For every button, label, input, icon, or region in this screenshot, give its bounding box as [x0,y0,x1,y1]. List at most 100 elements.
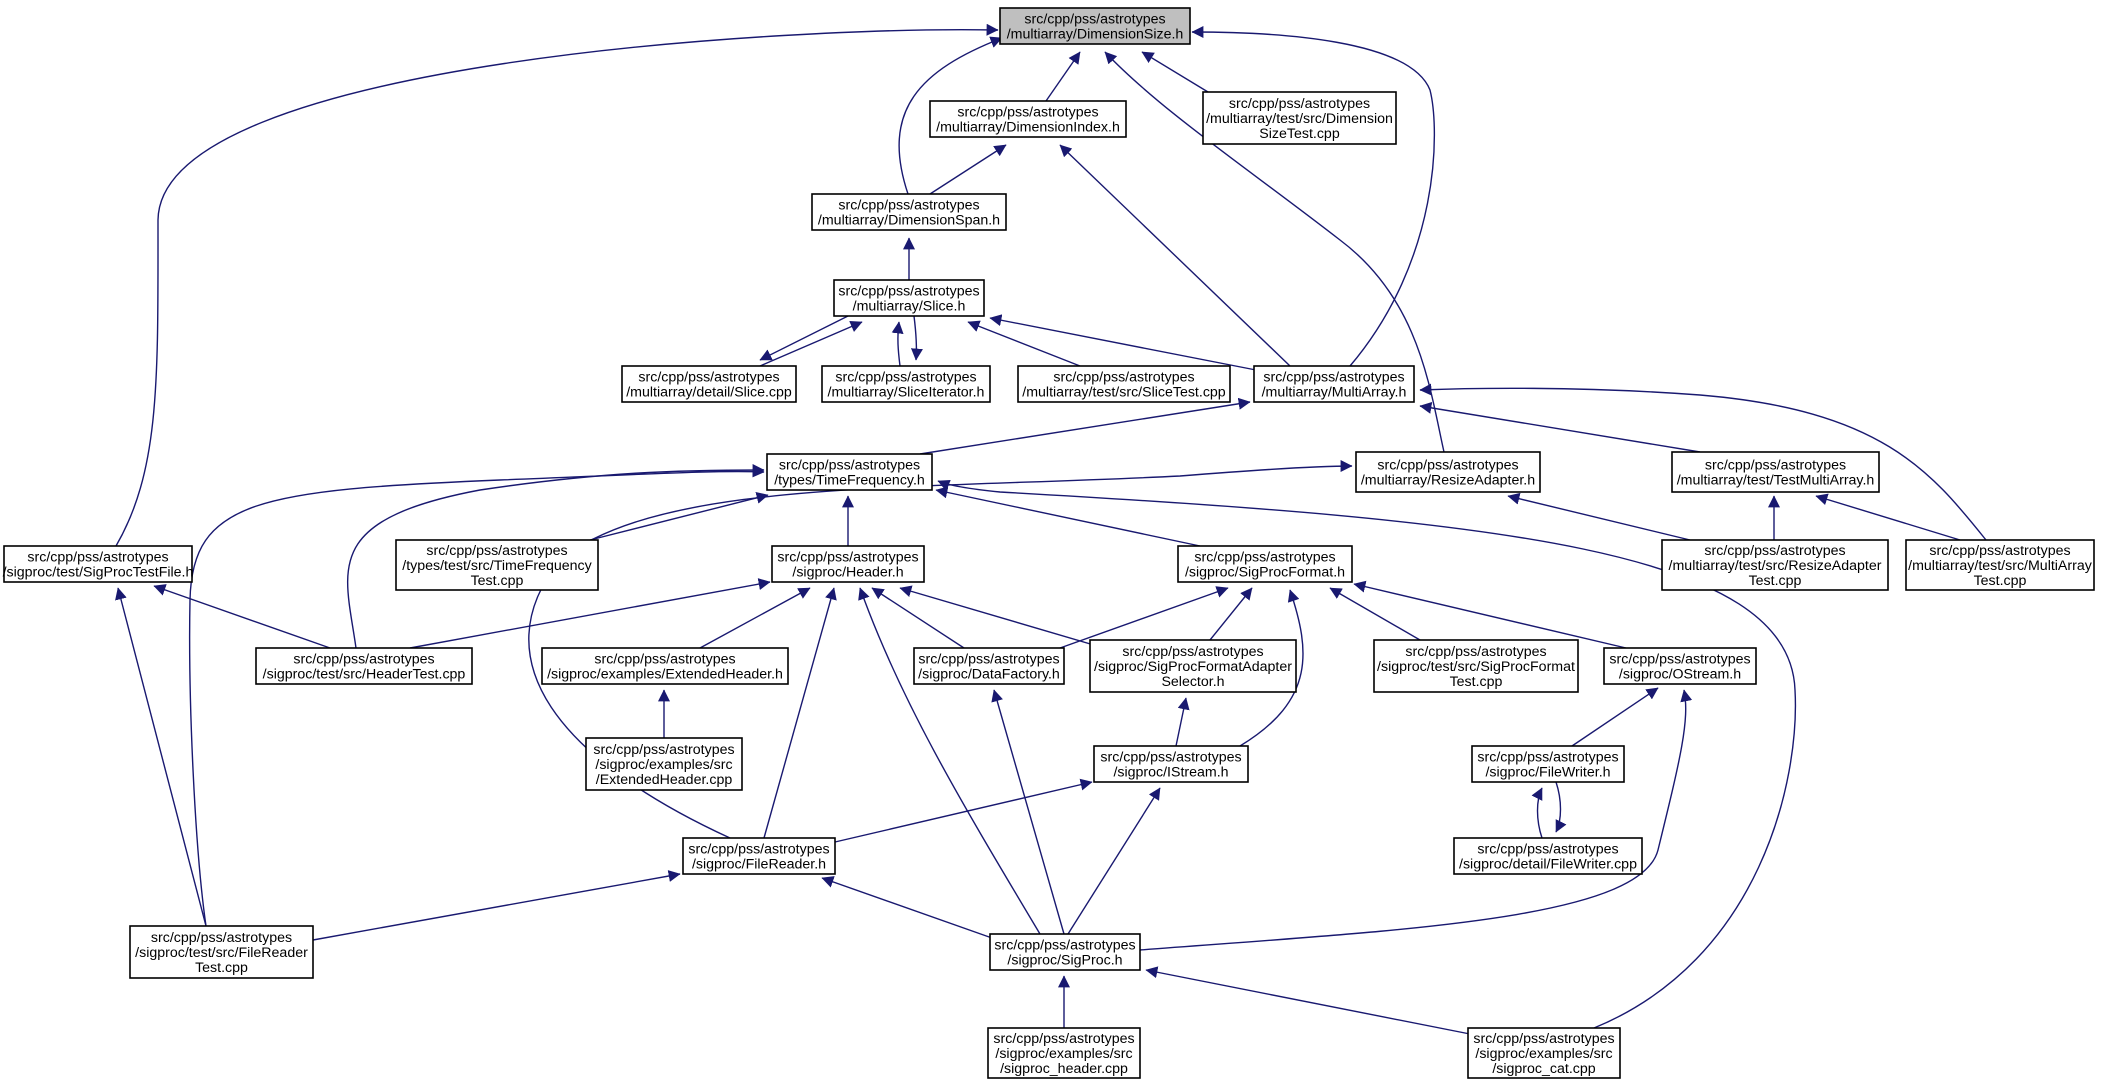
node-SliceIterator_h[interactable]: src/cpp/pss/astrotypes/multiarray/SliceI… [821,365,991,403]
node-SigProc_h[interactable]: src/cpp/pss/astrotypes/sigproc/SigProc.h [989,933,1141,971]
edge-FileWriter_h-to-OStream_h [1571,687,1659,747]
node-box [621,365,797,403]
node-Header_h[interactable]: src/cpp/pss/astrotypes/sigproc/Header.h [771,545,925,583]
node-Slice_h[interactable]: src/cpp/pss/astrotypes/multiarray/Slice.… [833,279,985,317]
node-label-line: src/cpp/pss/astrotypes [993,1031,1134,1047]
node-IStream_h[interactable]: src/cpp/pss/astrotypes/sigproc/IStream.h [1093,745,1249,783]
edge-sigproc_cat_cpp-to-TimeFrequency_h [937,479,1797,1029]
node-TimeFrequency_h[interactable]: src/cpp/pss/astrotypes/types/TimeFrequen… [766,453,933,491]
edge-detail_FileWriter_cpp-to-FileWriter_h [1531,787,1543,839]
node-label-line: /sigproc/DataFactory.h [918,667,1060,683]
node-label-line: src/cpp/pss/astrotypes [1100,750,1241,766]
node-SigProcFormatTest_cpp[interactable]: src/cpp/pss/astrotypes/sigproc/test/src/… [1373,639,1579,693]
node-label-line: /types/test/src/TimeFrequency [402,558,592,574]
edge-FileReaderTest_cpp-to-TimeFrequency_h [188,465,765,927]
node-FileReader_h[interactable]: src/cpp/pss/astrotypes/sigproc/FileReade… [682,837,836,875]
node-label-line: /multiarray/test/src/MultiArray [1908,558,2093,574]
node-label-line: /multiarray/test/TestMultiArray.h [1677,473,1875,489]
node-label-line: /multiarray/ResizeAdapter.h [1361,473,1535,489]
node-ExtendedHeader_h[interactable]: src/cpp/pss/astrotypes/sigproc/examples/… [541,647,789,685]
edge-detail_Slice_cpp-to-Slice_h [759,321,863,367]
node-label-line: src/cpp/pss/astrotypes [151,930,292,946]
node-box [1017,365,1231,403]
node-sigproc_header_cpp[interactable]: src/cpp/pss/astrotypes/sigproc/examples/… [987,1027,1141,1079]
node-box [395,539,599,591]
edge-FileReaderTest_cpp-to-SigProcTestFile_h [115,587,207,927]
node-TimeFrequencyTest_cpp[interactable]: src/cpp/pss/astrotypes/types/test/src/Ti… [395,539,599,591]
node-MultiArray_h[interactable]: src/cpp/pss/astrotypes/multiarray/MultiA… [1253,365,1415,403]
node-DataFactory_h[interactable]: src/cpp/pss/astrotypes/sigproc/DataFacto… [913,647,1065,685]
node-label-line: /multiarray/test/src/SliceTest.cpp [1022,385,1226,401]
node-box [585,737,743,791]
node-label-line: src/cpp/pss/astrotypes [27,550,168,566]
node-label-line: /multiarray/detail/Slice.cpp [626,385,792,401]
edge-ResizeAdapter_h-to-DimensionSize_h [1104,51,1445,453]
edge-IStream_h-to-SigProcFormatAdapterSelector_h [1175,697,1190,747]
node-label-line: src/cpp/pss/astrotypes [1705,458,1846,474]
node-DimensionSizeTest_cpp[interactable]: src/cpp/pss/astrotypes/multiarray/test/s… [1202,91,1397,145]
node-label-line: src/cpp/pss/astrotypes [638,370,779,386]
node-SigProcFormat_h[interactable]: src/cpp/pss/astrotypes/sigproc/SigProcFo… [1177,545,1353,583]
edge-FileReader_h-to-ResizeAdapter_h [528,460,1353,839]
node-label-line: /multiarray/DimensionSpan.h [818,213,1000,229]
node-label-line: src/cpp/pss/astrotypes [918,652,1059,668]
node-sigproc_cat_cpp[interactable]: src/cpp/pss/astrotypes/sigproc/examples/… [1467,1027,1621,1079]
node-label-line: src/cpp/pss/astrotypes [426,543,567,559]
node-DimensionSpan_h[interactable]: src/cpp/pss/astrotypes/multiarray/Dimens… [811,193,1007,231]
node-label-line: src/cpp/pss/astrotypes [957,105,1098,121]
node-box [833,279,985,317]
node-SigProcFormatAdapterSelector_h[interactable]: src/cpp/pss/astrotypes/sigproc/SigProcFo… [1089,639,1297,693]
edge-SliceTest_cpp-to-Slice_h [967,320,1081,367]
node-label-line: /sigproc/Header.h [792,565,903,581]
edge-Slice_h-to-SliceIterator_h [910,315,923,361]
node-box [1467,1027,1621,1079]
node-TestMultiArray_h[interactable]: src/cpp/pss/astrotypes/multiarray/test/T… [1671,451,1880,493]
edge-sigproc_cat_cpp-to-SigProc_h [1145,966,1471,1035]
node-box [255,647,473,685]
node-ResizeAdapterTest_cpp[interactable]: src/cpp/pss/astrotypes/multiarray/test/s… [1661,539,1889,591]
edge-DimensionSizeTest_cpp-to-DimensionSize_h [1141,51,1209,93]
node-box [1905,539,2095,591]
node-DimensionSize_h[interactable]: src/cpp/pss/astrotypes/multiarray/Dimens… [999,7,1191,45]
node-detail_FileWriter_cpp[interactable]: src/cpp/pss/astrotypes/sigproc/detail/Fi… [1453,837,1643,875]
node-box [1471,745,1625,783]
node-label-line: src/cpp/pss/astrotypes [1377,458,1518,474]
edge-SigProcFormatAdapterSelector_h-to-Header_h [899,585,1105,649]
node-label-line: src/cpp/pss/astrotypes [688,842,829,858]
node-SigProcTestFile_h[interactable]: src/cpp/pss/astrotypes/sigproc/test/SigP… [3,545,194,583]
node-box [766,453,933,491]
node-label-line: Test.cpp [471,573,524,589]
node-label-line: /sigproc/examples/src [995,1046,1132,1062]
node-HeaderTest_cpp[interactable]: src/cpp/pss/astrotypes/sigproc/test/src/… [255,647,473,685]
node-SliceTest_cpp[interactable]: src/cpp/pss/astrotypes/multiarray/test/s… [1017,365,1231,403]
node-label-line: Selector.h [1161,674,1224,690]
edge-MultiArray_h-to-DimensionIndex_h [1059,144,1291,367]
node-MultiArrayTest_cpp[interactable]: src/cpp/pss/astrotypes/multiarray/test/s… [1905,539,2095,591]
edge-HeaderTest_cpp-to-Header_h [409,578,771,649]
node-ResizeAdapter_h[interactable]: src/cpp/pss/astrotypes/multiarray/Resize… [1355,451,1541,493]
node-label-line: src/cpp/pss/astrotypes [1929,543,2070,559]
edge-SigProc_h-to-FileReader_h [821,876,993,939]
node-FileReaderTest_cpp[interactable]: src/cpp/pss/astrotypes/sigproc/test/src/… [129,925,314,979]
node-FileWriter_h[interactable]: src/cpp/pss/astrotypes/sigproc/FileWrite… [1471,745,1625,783]
edges-layer [115,23,1987,1035]
node-OStream_h[interactable]: src/cpp/pss/astrotypes/sigproc/OStream.h [1603,647,1757,685]
node-label-line: /types/TimeFrequency.h [774,473,925,489]
node-label-line: /sigproc/FileReader.h [692,857,826,873]
node-detail_Slice_cpp[interactable]: src/cpp/pss/astrotypes/multiarray/detail… [621,365,797,403]
node-label-line: SizeTest.cpp [1259,126,1340,142]
node-ExtendedHeader_cpp[interactable]: src/cpp/pss/astrotypes/sigproc/examples/… [585,737,743,791]
node-label-line: /multiarray/DimensionSize.h [1007,27,1184,43]
node-box [1373,639,1579,693]
node-box [1661,539,1889,591]
node-box [682,837,836,875]
node-DimensionIndex_h[interactable]: src/cpp/pss/astrotypes/multiarray/Dimens… [929,100,1127,138]
edge-FileWriter_h-to-detail_FileWriter_cpp [1555,781,1567,833]
node-box [821,365,991,403]
edge-FileReader_h-to-IStream_h [834,778,1093,843]
edge-DimensionSpan_h-to-DimensionSize_h [898,36,1003,195]
node-box [771,545,925,583]
edge-IStream_h-to-SigProcFormat_h [1239,589,1304,747]
node-label-line: src/cpp/pss/astrotypes [593,742,734,758]
